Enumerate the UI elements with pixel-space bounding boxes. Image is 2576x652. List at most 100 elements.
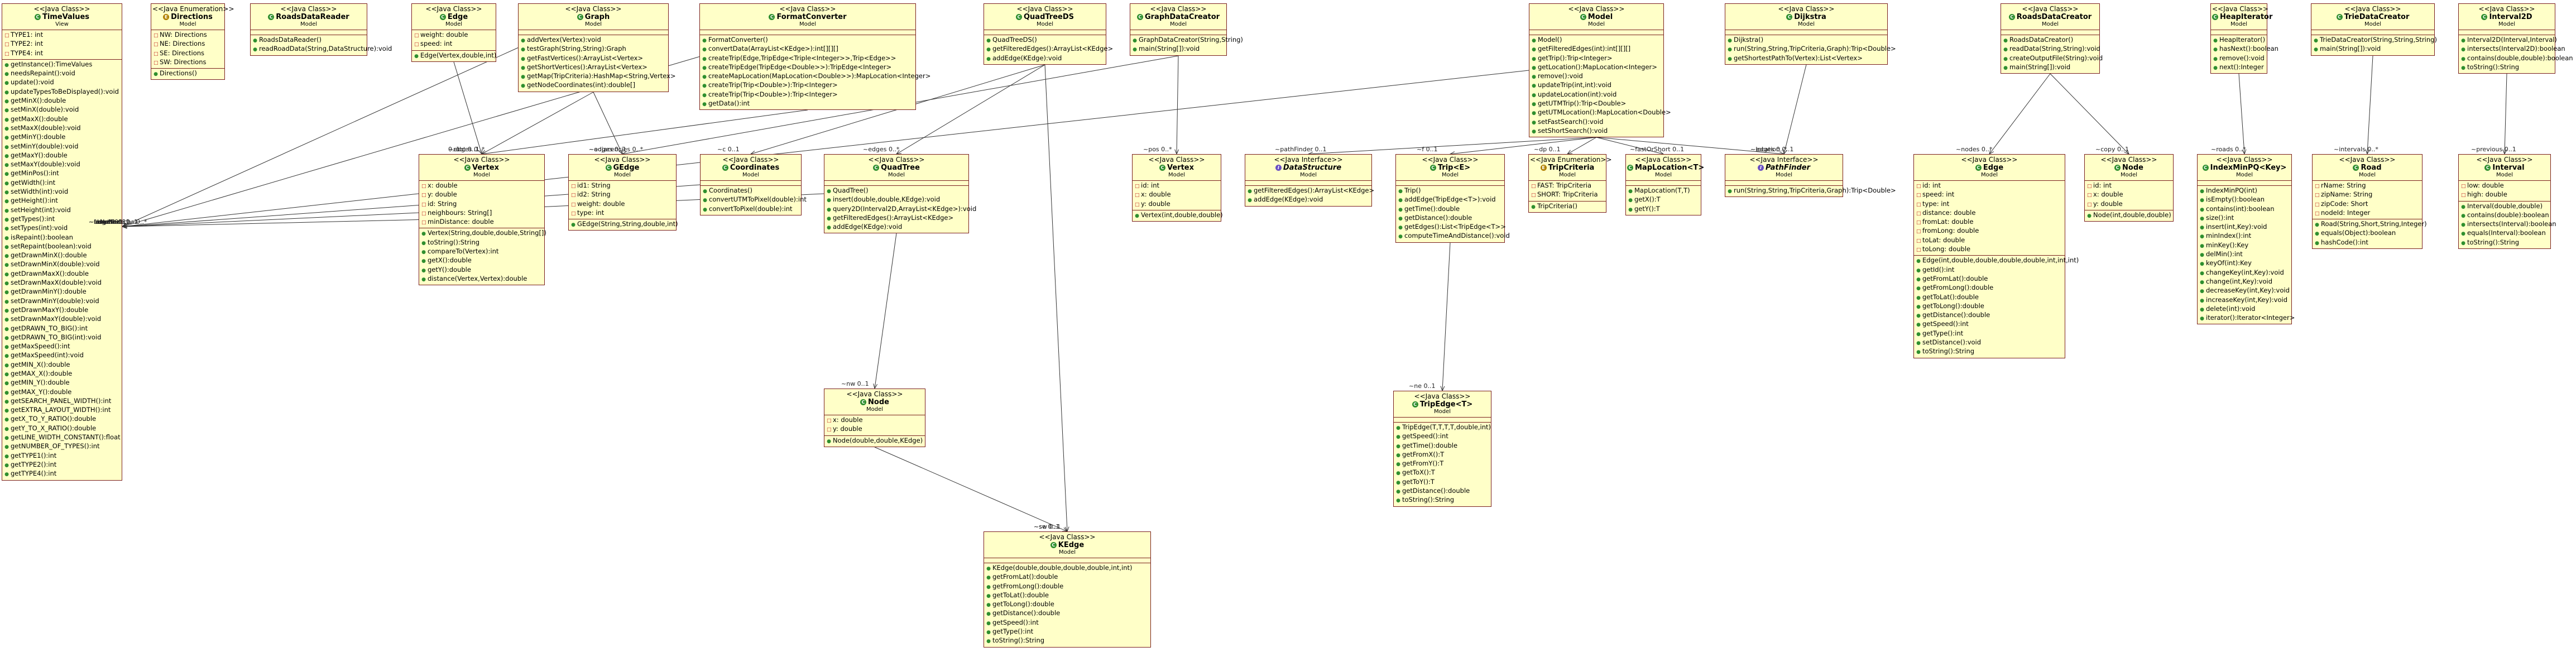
methods-section: ●run(String,String,TripCriteria,Graph):T… [1725, 186, 1896, 196]
method-text: getTYPE2():int [11, 460, 57, 468]
method-text: getFromLong():double [992, 582, 1064, 590]
method-text: KEdge(double,double,double,double,int,in… [992, 564, 1133, 572]
public-visibility-icon: ● [4, 190, 9, 196]
private-visibility-icon: □ [1531, 184, 1536, 189]
public-visibility-icon: ● [4, 317, 9, 323]
class-name-text: KEdge [1058, 541, 1085, 549]
field-text: id: String [428, 199, 457, 208]
class-name-text: TimeValues [42, 13, 90, 21]
class-name-text: GEdge [613, 164, 640, 172]
edge-label: ~location 0..1 [1750, 146, 1794, 153]
public-visibility-icon: ● [2461, 204, 2465, 210]
field-row: □zipName: String [2313, 190, 2422, 199]
edge-label: ~fromNode 0..1 [89, 218, 138, 226]
methods-section: ●KEdge(double,double,double,double,int,i… [984, 563, 1150, 647]
method-text: getShortVertices():ArrayList<Vertex> [527, 63, 647, 71]
class-name-text: TripCriteria [1548, 164, 1595, 172]
public-visibility-icon: ● [827, 207, 831, 213]
class-package: Model [584, 21, 602, 27]
method-text: HeapIterator() [2219, 36, 2266, 44]
field-row: □x: double [1133, 190, 1221, 199]
method-row: ●getDRAWN_TO_BIG(int):void [2, 333, 122, 342]
methods-section: ●QuadTreeDS()●getFilteredEdges():ArrayLi… [984, 35, 1113, 64]
methods-section: ●GEdge(String,String,double,int) [569, 219, 678, 230]
method-text: getWidth():int [11, 178, 56, 186]
method-text: getUTMTrip():Trip<Double> [1538, 99, 1627, 108]
method-row: ●iterator():Iterator<Integer> [2198, 314, 2295, 323]
edge-label: ~fastOrShort 0..1 [1630, 146, 1685, 153]
method-row: ●getFromLong():double [1914, 284, 2065, 293]
methods-section: ●FormatConverter()●convertData(ArrayList… [700, 35, 930, 109]
field-text: id: int [2093, 181, 2112, 189]
method-row: ●Directions() [151, 69, 224, 78]
method-row: ●FormatConverter() [700, 36, 915, 45]
method-text: equals(Interval):boolean [2467, 229, 2546, 237]
public-visibility-icon: ● [4, 426, 9, 432]
methods-section: ●Model()●getFilteredEdges(int):int[][][]… [1529, 35, 1671, 137]
method-row: ●getFromY():T [1394, 459, 1491, 468]
method-row: ●size():int [2198, 214, 2291, 223]
class-stereotype: <<Java Class>> [594, 156, 651, 164]
method-row: ●setMaxX(double):void [2, 124, 122, 133]
method-row: ●computeTimeAndDistance():void [1396, 232, 1510, 241]
field-row: □weight: double [412, 31, 496, 40]
private-visibility-icon: □ [1916, 220, 1921, 226]
private-visibility-icon: □ [2087, 193, 2092, 199]
method-text: getTrip():Trip<Integer> [1538, 54, 1613, 62]
class-icon: C [1580, 14, 1586, 20]
public-visibility-icon: ● [2200, 289, 2204, 295]
public-visibility-icon: ● [1398, 198, 1403, 204]
method-text: getToX():T [1402, 468, 1435, 477]
method-text: Interval2D(Interval,Interval) [2467, 36, 2557, 44]
public-visibility-icon: ● [2003, 38, 2008, 44]
public-visibility-icon: ● [2200, 215, 2204, 222]
class-icon: C [268, 14, 275, 20]
class-package: Model [2230, 21, 2248, 27]
method-row: ●getMAX_Y():double [2, 388, 122, 397]
methods-section: ●Edge(int,double,double,double,double,in… [1914, 256, 2079, 357]
field-row: □id: int [1133, 181, 1221, 190]
class-stereotype: <<Java Class>> [1414, 392, 1471, 400]
method-row: ●getFromX():T [1394, 450, 1491, 459]
